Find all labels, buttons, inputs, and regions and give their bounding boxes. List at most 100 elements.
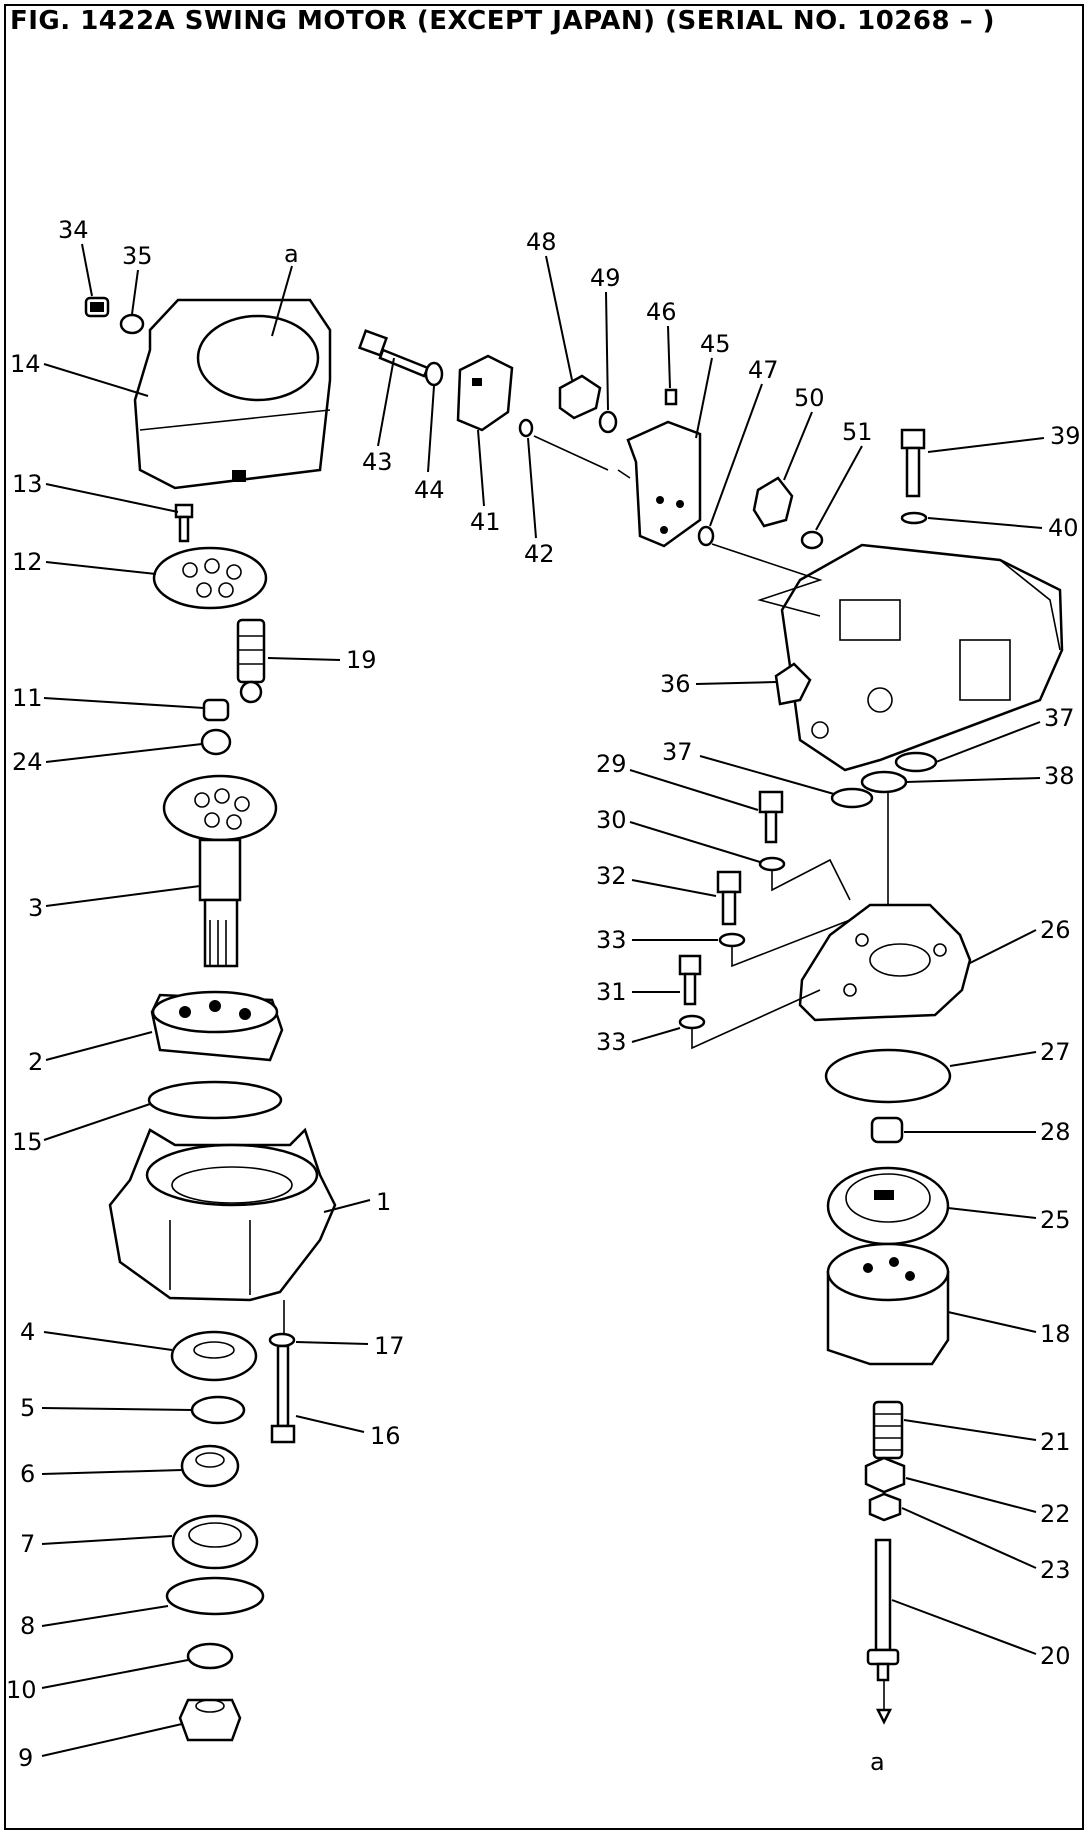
callout-27: 27 <box>1040 1038 1071 1066</box>
part-17-washer <box>268 1332 296 1348</box>
part-2-cylinder-block <box>150 990 284 1062</box>
callout-24: 24 <box>12 748 43 776</box>
part-33-washer-lower <box>678 1014 706 1030</box>
part-12-valve-plate <box>152 546 268 610</box>
part-42-o-ring <box>518 418 534 438</box>
part-46-plug <box>664 388 678 406</box>
part-18-cylinder <box>826 1242 950 1366</box>
part-37-o-ring-left <box>830 787 874 809</box>
callout-50: 50 <box>794 384 825 412</box>
callout-37-left: 37 <box>662 738 693 766</box>
callout-39: 39 <box>1050 422 1081 450</box>
callout-18: 18 <box>1040 1320 1071 1348</box>
callout-41: 41 <box>470 508 501 536</box>
callout-15: 15 <box>12 1128 43 1156</box>
callout-40: 40 <box>1048 514 1079 542</box>
part-28-bushing <box>870 1116 904 1144</box>
callout-7: 7 <box>20 1530 35 1558</box>
part-20-rod <box>866 1538 900 1682</box>
part-1-housing <box>108 1127 337 1302</box>
callout-28: 28 <box>1040 1118 1071 1146</box>
callout-2: 2 <box>28 1048 43 1076</box>
part-4-bearing-retainer <box>170 1330 258 1382</box>
part-44-o-ring <box>424 361 444 387</box>
callout-9: 9 <box>18 1744 33 1772</box>
callout-22: 22 <box>1040 1500 1071 1528</box>
callout-19: 19 <box>346 646 377 674</box>
part-25-valve-plate <box>826 1166 950 1246</box>
callout-29: 29 <box>596 750 627 778</box>
part-48-fitting <box>558 374 602 420</box>
callout-20: 20 <box>1040 1642 1071 1670</box>
callout-36: 36 <box>660 670 691 698</box>
part-33-washer-upper <box>718 932 746 948</box>
part-40-washer <box>900 511 928 525</box>
callout-31: 31 <box>596 978 627 1006</box>
part-49-o-ring <box>598 410 618 434</box>
part-29-bolt <box>758 790 784 844</box>
callout-46: 46 <box>646 298 677 326</box>
ref-label-a-top: a <box>284 240 299 268</box>
part-valve-body <box>780 543 1064 772</box>
part-16-bolt <box>270 1344 296 1444</box>
part-32-bolt <box>716 870 742 926</box>
callout-4: 4 <box>20 1318 35 1346</box>
part-43-bolt <box>357 329 430 378</box>
part-8-snap-ring <box>165 1576 265 1616</box>
part-38-ring <box>860 770 908 794</box>
callout-33-lower: 33 <box>596 1028 627 1056</box>
part-36-fitting <box>774 662 812 706</box>
part-7-bearing <box>171 1514 259 1570</box>
callout-25: 25 <box>1040 1206 1071 1234</box>
callout-33-upper: 33 <box>596 926 627 954</box>
part-37-o-ring-right <box>894 751 938 773</box>
callout-47: 47 <box>748 356 779 384</box>
part-51-o-ring <box>800 530 824 550</box>
callout-38: 38 <box>1044 762 1075 790</box>
callout-42: 42 <box>524 540 555 568</box>
part-21-spring <box>872 1400 904 1460</box>
callout-11: 11 <box>12 684 43 712</box>
part-13-bolt <box>174 503 194 543</box>
part-3-shaft <box>162 774 278 968</box>
part-27-o-ring <box>824 1048 952 1104</box>
callout-43: 43 <box>362 448 393 476</box>
figure-frame <box>4 4 1084 1830</box>
part-10-lock-washer <box>186 1642 234 1670</box>
callout-14: 14 <box>10 350 41 378</box>
callout-16: 16 <box>370 1422 401 1450</box>
callout-10: 10 <box>6 1676 37 1704</box>
callout-8: 8 <box>20 1612 35 1640</box>
callout-21: 21 <box>1040 1428 1071 1456</box>
callout-1: 1 <box>376 1188 391 1216</box>
callouts: 34 35 14 13 12 19 11 24 3 2 15 1 4 17 5 … <box>6 216 1081 1772</box>
part-31-bolt <box>678 954 702 1006</box>
callout-34: 34 <box>58 216 89 244</box>
callout-3: 3 <box>28 894 43 922</box>
part-50-fitting <box>752 476 794 528</box>
part-23-nut <box>868 1492 902 1522</box>
part-9-nut <box>178 1698 242 1742</box>
callout-23: 23 <box>1040 1556 1071 1584</box>
part-26-end-cover <box>798 903 972 1022</box>
callout-51: 51 <box>842 418 873 446</box>
part-6-collar <box>180 1444 240 1488</box>
callout-49: 49 <box>590 264 621 292</box>
part-41-valve <box>456 354 514 432</box>
callout-13: 13 <box>12 470 43 498</box>
part-45-block <box>626 420 702 548</box>
callout-12: 12 <box>12 548 43 576</box>
part-15-o-ring <box>147 1080 283 1120</box>
callout-35: 35 <box>122 242 153 270</box>
part-39-bolt <box>900 428 926 498</box>
callout-26: 26 <box>1040 916 1071 944</box>
callout-6: 6 <box>20 1460 35 1488</box>
callout-45: 45 <box>700 330 731 358</box>
part-24-ball <box>200 728 232 756</box>
callout-17: 17 <box>374 1332 405 1360</box>
callout-5: 5 <box>20 1394 35 1422</box>
part-5-ring <box>190 1395 246 1425</box>
callout-30: 30 <box>596 806 627 834</box>
part-35-o-ring <box>119 313 145 335</box>
